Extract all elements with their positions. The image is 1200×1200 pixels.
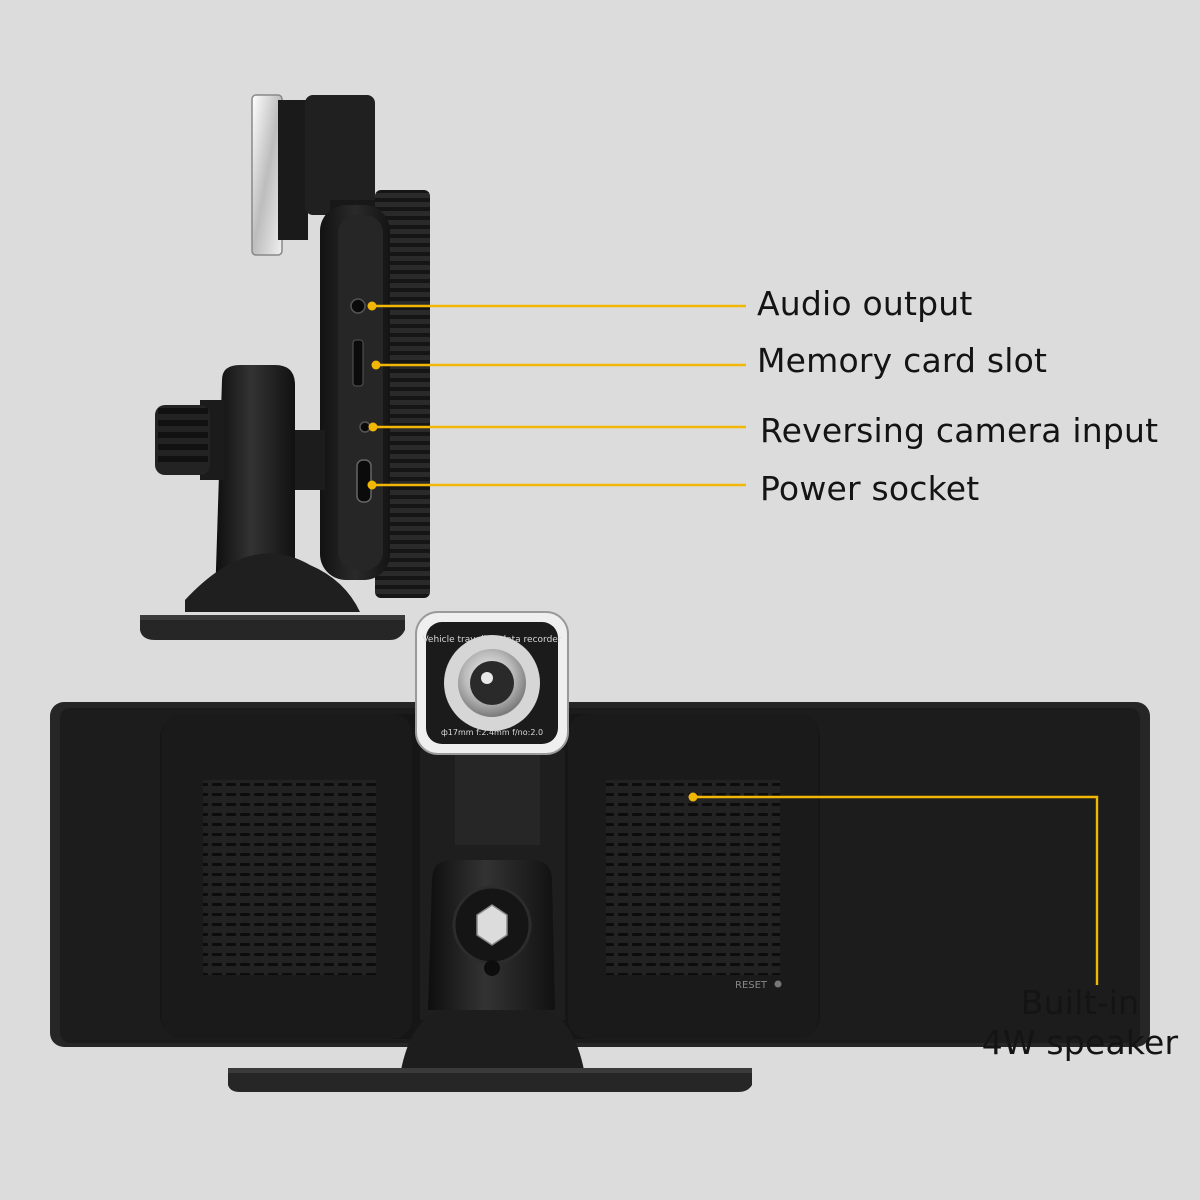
label-audio-output: Audio output	[757, 284, 973, 323]
speaker-grille-right	[606, 780, 780, 975]
lens-ring-bottom-text: ф17mm f:2.4mm f/no:2.0	[441, 728, 543, 737]
label-reversing-camera-input: Reversing camera input	[760, 411, 1159, 450]
label-speaker-line1: Built-in	[1020, 983, 1140, 1022]
label-speaker-line2: 4W speaker	[981, 1023, 1179, 1062]
label-built-in-speaker: Built-in 4W speaker	[980, 983, 1180, 1063]
callout-lines	[372, 304, 1099, 985]
reset-button	[774, 980, 782, 988]
callout-dots	[367, 301, 698, 802]
speaker-grille-left	[203, 780, 376, 975]
reset-text: RESET	[735, 980, 768, 991]
callout-line-speaker	[693, 795, 1099, 985]
rear-view-device: Vehicle traveling data recorder ф17mm f:…	[50, 611, 1150, 1092]
lens-ring-top-text: Vehicle traveling data recorder	[422, 635, 561, 645]
side-view-device	[140, 94, 430, 640]
label-power-socket: Power socket	[760, 469, 980, 508]
label-memory-card-slot: Memory card slot	[757, 341, 1048, 380]
